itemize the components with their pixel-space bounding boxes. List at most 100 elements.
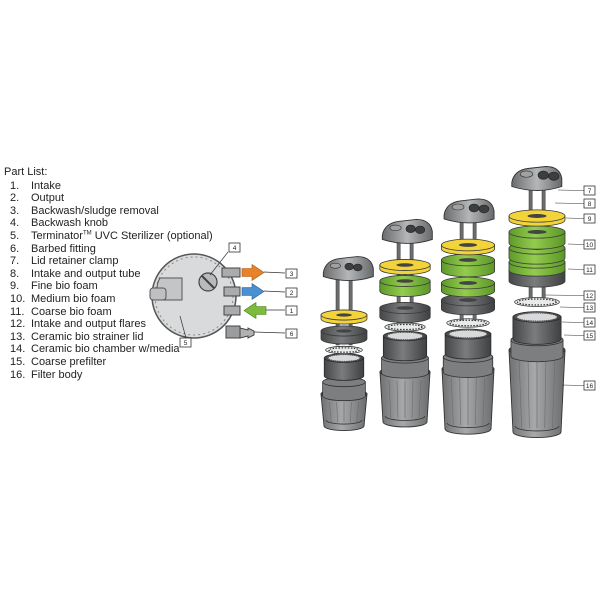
part-list-item: 11.Coarse bio foam xyxy=(4,306,242,319)
part-label-text: Ceramic bio chamber w/media xyxy=(31,343,180,356)
callout-6-box xyxy=(285,328,298,339)
filter-stack xyxy=(379,218,433,428)
coarse-bio-foam-hole xyxy=(336,329,352,333)
part-label: Backwash knob xyxy=(31,217,108,230)
part-label-text: Filter body xyxy=(31,368,83,381)
leader-16 xyxy=(561,384,585,386)
part-label: Filter body xyxy=(31,369,82,382)
leader-13 xyxy=(559,306,585,308)
callout-5-box xyxy=(179,337,192,348)
part-label-text: Fine bio foam xyxy=(31,280,98,293)
filter-body-rib xyxy=(527,359,530,429)
callout-5-label: 5 xyxy=(184,340,188,347)
part-list-item: 2.Output xyxy=(4,192,242,205)
ceramic-strainer-lid-grid xyxy=(516,298,557,306)
filter-body-rib xyxy=(336,402,338,423)
leader-11 xyxy=(567,268,585,270)
filter-body-rib xyxy=(411,380,414,419)
callout-4-label: 4 xyxy=(233,245,237,252)
part-label: Ceramic bio strainer lid xyxy=(31,331,143,344)
part-number: 9. xyxy=(10,280,20,293)
medium-bio-foam xyxy=(508,225,566,250)
part-label-text: Backwash/sludge removal xyxy=(31,204,159,217)
leader-10 xyxy=(567,243,585,245)
callout-15-label: 15 xyxy=(586,333,594,340)
leader-7 xyxy=(557,189,585,191)
barbed-fitting-icon xyxy=(225,325,255,339)
ceramic-bio-chamber-media xyxy=(327,354,361,362)
medium-bio-foam-hole xyxy=(458,281,478,285)
part-label: Lid retainer clamp xyxy=(31,255,118,268)
ceramic-strainer-lid-grid xyxy=(449,319,487,327)
callout-2-label: 2 xyxy=(290,290,294,297)
filter-lid xyxy=(381,218,433,244)
backwash-fitting xyxy=(221,267,241,278)
medium-bio-foam xyxy=(440,276,495,298)
part-number: 7. xyxy=(10,255,20,268)
part-label: Intake and output flares xyxy=(31,318,146,331)
filter-body-rib xyxy=(328,402,332,423)
fine-bio-foam-hole xyxy=(458,243,478,247)
ceramic-bio-chamber-cyl-side xyxy=(382,335,428,362)
callout-16-box xyxy=(583,380,596,391)
part-label: Coarse bio foam xyxy=(31,306,112,319)
callout-10-box xyxy=(583,239,596,250)
callout-13-label: 13 xyxy=(586,305,594,312)
part-number: 1. xyxy=(10,179,20,192)
leader-4 xyxy=(209,251,229,276)
leader-3 xyxy=(263,271,286,274)
part-number: 12. xyxy=(10,318,26,331)
callout-1-label: 1 xyxy=(290,308,294,315)
part-list-item: 1.Intake xyxy=(4,180,242,193)
callout-10-label: 10 xyxy=(586,242,594,249)
part-label-text: Output xyxy=(31,192,65,205)
leader-5 xyxy=(179,315,187,339)
part-label: Output xyxy=(31,192,64,205)
callout-1: 1 xyxy=(285,305,298,316)
ceramic-bio-chamber-media xyxy=(448,330,488,338)
filter-lid-knob xyxy=(451,203,465,211)
filter-stack xyxy=(320,256,374,431)
filter-lid-port-b xyxy=(548,171,560,181)
part-number: 10. xyxy=(10,292,26,305)
part-number: 5. xyxy=(10,229,20,242)
part-list-item: 7. Lid retainer clamp xyxy=(4,255,242,268)
output-arrow-icon xyxy=(241,263,265,282)
part-label: Backwash/sludge removal xyxy=(31,205,159,218)
ceramic-bio-chamber-cyl-side xyxy=(444,333,492,360)
fine-bio-foam-hole xyxy=(336,313,352,317)
filter-lid-port-a xyxy=(405,224,416,233)
part-list-item: 5. TerminatorTM UVC Sterilizer (optional) xyxy=(4,230,242,243)
coarse-prefilter-side xyxy=(510,339,564,363)
part-label-suffix: UVC Sterilizer (optional) xyxy=(91,229,213,242)
ceramic-bio-chamber xyxy=(444,328,492,360)
part-list-title: Part List: xyxy=(4,166,48,178)
callout-4: 4 xyxy=(228,242,241,253)
callout-4-box xyxy=(228,242,241,253)
ceramic-strainer-lid-disc xyxy=(384,322,426,332)
trademark-mark: TM xyxy=(82,230,92,237)
leader-8 xyxy=(554,202,585,204)
part-list-item: 8.Intake and output tube xyxy=(4,268,242,281)
filter-stack xyxy=(440,198,495,435)
fine-bio-foam-hole xyxy=(396,263,414,267)
filter-lid-port-b xyxy=(353,263,363,272)
filter-body-rib xyxy=(451,377,454,426)
part-label-text: Terminator xyxy=(31,229,83,242)
medium-bio-foam xyxy=(379,275,431,297)
part-list-item: 14.Ceramic bio chamber w/media xyxy=(4,343,242,356)
coarse-bio-foam xyxy=(440,293,495,316)
fine-bio-foam xyxy=(508,209,566,227)
callout-8-box xyxy=(583,198,596,209)
callout-15: 15 xyxy=(583,330,596,341)
leader-14 xyxy=(561,321,585,323)
filter-lid-knob xyxy=(329,262,341,269)
knob-handle xyxy=(201,275,215,289)
part-number: 15. xyxy=(10,355,26,368)
ceramic-bio-chamber xyxy=(512,311,562,345)
filter-lid-port-a xyxy=(344,262,354,271)
ceramic-strainer-lid xyxy=(514,297,560,307)
